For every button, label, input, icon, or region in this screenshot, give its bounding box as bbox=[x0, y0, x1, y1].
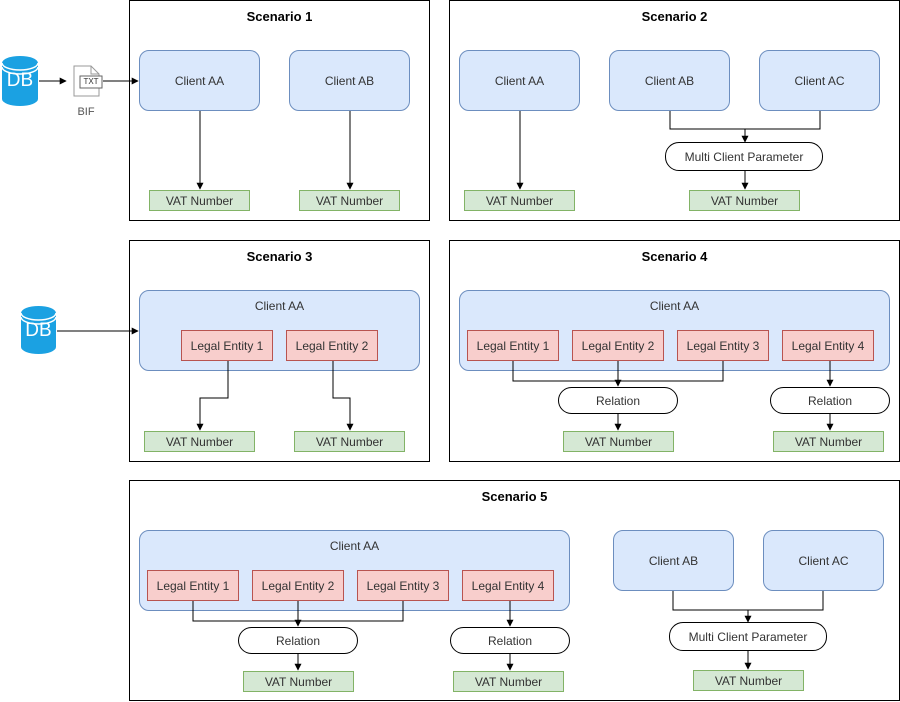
scenario-3-legal-entity-1[interactable]: Legal Entity 1 bbox=[181, 330, 273, 361]
file-caption: BIF bbox=[77, 106, 95, 118]
scenario-5-legal-entity-3[interactable]: Legal Entity 3 bbox=[357, 570, 449, 601]
database-label-scenario-3: DB bbox=[25, 320, 52, 341]
scenario-2-multi-client-parameter[interactable]: Multi Client Parameter bbox=[665, 142, 823, 171]
scenario-3-vat-number-2[interactable]: VAT Number bbox=[294, 431, 405, 452]
text-file-label: TXT bbox=[83, 77, 99, 86]
scenario-5-vat-number-2[interactable]: VAT Number bbox=[453, 671, 564, 692]
scenario-5-client-ac[interactable]: Client AC bbox=[763, 530, 884, 591]
scenario-4-legal-entity-3[interactable]: Legal Entity 3 bbox=[677, 330, 769, 361]
scenario-4-vat-number-1[interactable]: VAT Number bbox=[563, 431, 674, 452]
scenario-4-legal-entity-1[interactable]: Legal Entity 1 bbox=[467, 330, 559, 361]
scenario-2-vat-number-2[interactable]: VAT Number bbox=[689, 190, 800, 211]
scenario-1-client-aa[interactable]: Client AA bbox=[139, 50, 260, 111]
scenario-2-client-aa[interactable]: Client AA bbox=[459, 50, 580, 111]
scenario-5-client-ab[interactable]: Client AB bbox=[613, 530, 734, 591]
scenario-2-client-ab[interactable]: Client AB bbox=[609, 50, 730, 111]
database-icon: DB bbox=[0, 55, 40, 107]
scenario-1-title: Scenario 1 bbox=[246, 9, 313, 24]
scenario-4-relation-2[interactable]: Relation bbox=[770, 387, 890, 414]
scenario-4-legal-entity-2[interactable]: Legal Entity 2 bbox=[572, 330, 664, 361]
scenario-2-title: Scenario 2 bbox=[641, 9, 708, 24]
text-file-icon: TXT bbox=[71, 65, 103, 97]
database-label: DB bbox=[6, 70, 34, 91]
scenario-5-relation-2[interactable]: Relation bbox=[450, 627, 570, 654]
scenario-5-multi-client-parameter[interactable]: Multi Client Parameter bbox=[669, 622, 827, 651]
scenario-5-legal-entity-1[interactable]: Legal Entity 1 bbox=[147, 570, 239, 601]
scenario-5-title: Scenario 5 bbox=[481, 489, 548, 504]
scenario-3-vat-number-1[interactable]: VAT Number bbox=[144, 431, 255, 452]
scenario-2-vat-number-1[interactable]: VAT Number bbox=[464, 190, 575, 211]
scenario-3-legal-entity-2[interactable]: Legal Entity 2 bbox=[286, 330, 378, 361]
scenario-4-relation-1[interactable]: Relation bbox=[558, 387, 678, 414]
scenario-3-client-aa-label: Client AA bbox=[254, 299, 305, 313]
scenario-4-vat-number-2[interactable]: VAT Number bbox=[773, 431, 884, 452]
scenario-1-vat-number-1[interactable]: VAT Number bbox=[149, 190, 250, 211]
scenario-4-client-aa-label: Client AA bbox=[649, 299, 700, 313]
scenario-3-title: Scenario 3 bbox=[246, 249, 313, 264]
scenario-4-title: Scenario 4 bbox=[641, 249, 708, 264]
scenario-5-legal-entity-2[interactable]: Legal Entity 2 bbox=[252, 570, 344, 601]
scenario-5-relation-1[interactable]: Relation bbox=[238, 627, 358, 654]
scenario-2-client-ac[interactable]: Client AC bbox=[759, 50, 880, 111]
scenario-5-vat-number-1[interactable]: VAT Number bbox=[243, 671, 354, 692]
database-icon-scenario-3: DB bbox=[20, 305, 57, 355]
scenario-1-vat-number-2[interactable]: VAT Number bbox=[299, 190, 400, 211]
scenario-4-legal-entity-4[interactable]: Legal Entity 4 bbox=[782, 330, 874, 361]
scenario-1-client-ab[interactable]: Client AB bbox=[289, 50, 410, 111]
scenario-5-legal-entity-4[interactable]: Legal Entity 4 bbox=[462, 570, 554, 601]
scenario-5-client-aa-label: Client AA bbox=[329, 539, 380, 553]
scenario-5-vat-number-3[interactable]: VAT Number bbox=[693, 670, 804, 691]
